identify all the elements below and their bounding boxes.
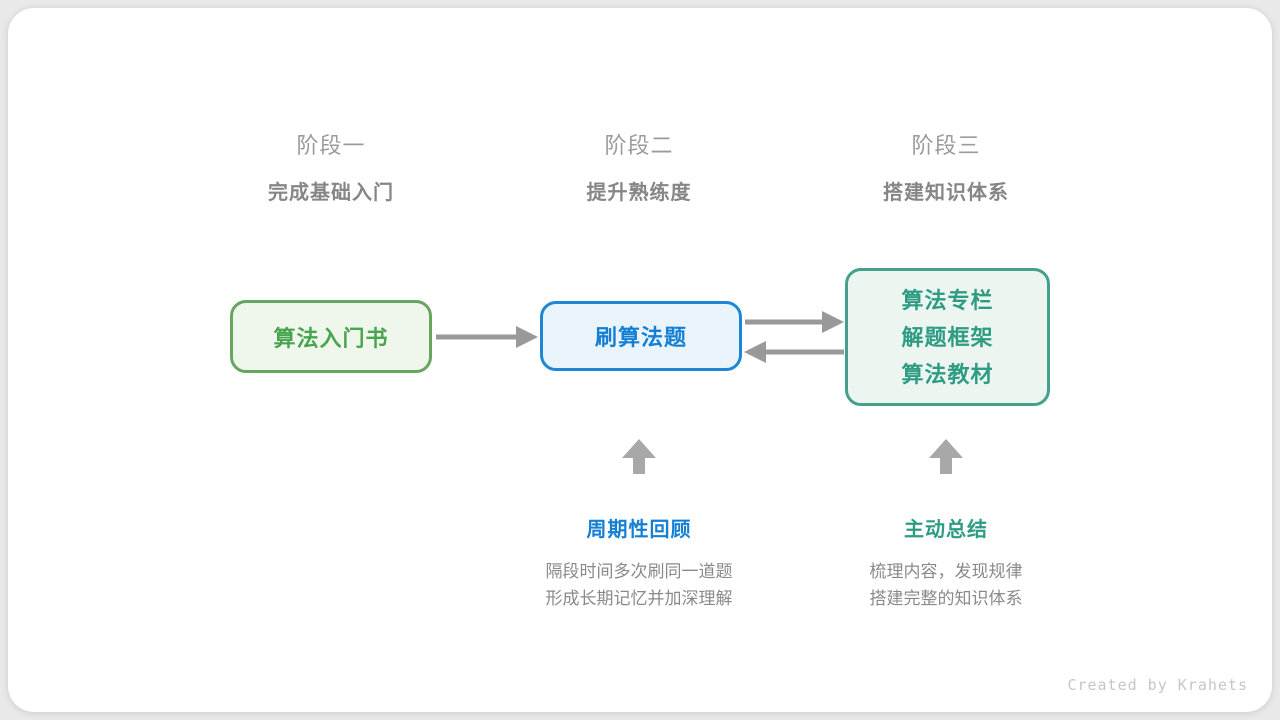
stage-3-label: 阶段三 bbox=[911, 133, 981, 158]
annotation-summarize-desc: 梳理内容，发现规律 搭建完整的知识体系 bbox=[776, 558, 1116, 612]
annotation-summarize-title: 主动总结 bbox=[904, 519, 988, 541]
credit-text: Created by Krahets bbox=[1067, 676, 1248, 694]
annotation-review-desc-line-2: 形成长期记忆并加深理解 bbox=[545, 589, 733, 608]
node-resources-line-3: 算法教材 bbox=[901, 361, 994, 387]
stage-2-label: 阶段二 bbox=[604, 133, 674, 158]
node-practice: 刷算法题 bbox=[540, 301, 742, 371]
annotation-review-desc: 隔段时间多次刷同一道题 形成长期记忆并加深理解 bbox=[469, 558, 809, 612]
annotation-review-desc-line-1: 隔段时间多次刷同一道题 bbox=[545, 562, 733, 581]
node-resources-line-2: 解题框架 bbox=[901, 324, 994, 350]
node-practice-label: 刷算法题 bbox=[594, 325, 687, 350]
stage-2-subtitle: 提升熟练度 bbox=[586, 182, 692, 204]
node-intro-book-label: 算法入门书 bbox=[273, 325, 389, 351]
node-resources-line-1: 算法专栏 bbox=[901, 287, 994, 313]
stage-3-subtitle: 搭建知识体系 bbox=[883, 182, 1009, 204]
annotation-summarize-desc-line-1: 梳理内容，发现规律 bbox=[869, 562, 1023, 581]
node-resources: 算法专栏 解题框架 算法教材 bbox=[845, 268, 1050, 406]
annotation-review-title: 周期性回顾 bbox=[586, 519, 692, 541]
stage-1-subtitle: 完成基础入门 bbox=[268, 182, 394, 204]
node-intro-book: 算法入门书 bbox=[230, 300, 432, 373]
annotation-summarize-desc-line-2: 搭建完整的知识体系 bbox=[869, 589, 1023, 608]
stage-1-label: 阶段一 bbox=[296, 133, 366, 158]
